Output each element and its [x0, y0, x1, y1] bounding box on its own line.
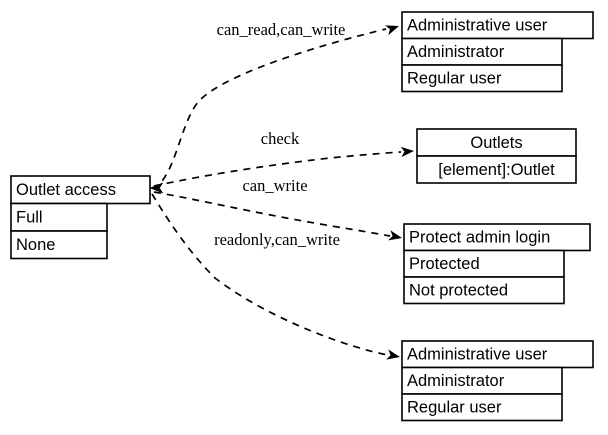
- arrow-head-target: [388, 230, 402, 241]
- arrow-head: [388, 230, 402, 241]
- arrow-head: [400, 146, 414, 158]
- edge-check-label: check: [261, 129, 300, 148]
- node-header-box: [401, 340, 594, 369]
- edge-path: [153, 151, 402, 187]
- node-row-box[interactable]: [401, 64, 563, 93]
- arrow-head: [386, 349, 400, 360]
- node-title: Outlets: [470, 134, 522, 152]
- node-row-label: Administrator: [407, 43, 505, 61]
- node-row-box[interactable]: [401, 37, 563, 66]
- node-title: Administrative user: [407, 17, 548, 35]
- node-row-label: Regular user: [407, 70, 502, 88]
- node-header-box: [416, 128, 577, 157]
- arrow-head-target: [400, 146, 414, 158]
- edge-readonly-can-write[interactable]: [150, 182, 401, 362]
- node-row-label: Not protected: [409, 282, 508, 300]
- node-row-box[interactable]: [403, 276, 565, 305]
- edge-can-write-label: can_write: [242, 176, 307, 195]
- node-header-box: [403, 223, 591, 252]
- node-row-box[interactable]: [10, 202, 108, 232]
- node-row-box[interactable]: [401, 393, 563, 422]
- arrow-head: [150, 182, 163, 194]
- node-row-label: Full: [16, 209, 43, 227]
- node-title: Outlet access: [16, 181, 116, 199]
- edge-path: [153, 191, 391, 237]
- node-row-box[interactable]: [416, 155, 577, 184]
- edge-can-read-can-write[interactable]: [150, 21, 401, 194]
- node-administrative-user-bottom[interactable]: Administrative userAdministratorRegular …: [401, 340, 594, 422]
- edge-path: [151, 193, 389, 356]
- node-title: Administrative user: [407, 346, 548, 364]
- node-administrative-user-top[interactable]: Administrative userAdministratorRegular …: [401, 11, 594, 93]
- node-row-label: Administrator: [407, 372, 505, 390]
- node-row-box[interactable]: [10, 230, 108, 260]
- arrow-head-source: [150, 182, 163, 194]
- node-row-label: None: [16, 236, 55, 254]
- edges-layer: [150, 21, 414, 362]
- node-row-box[interactable]: [401, 366, 563, 395]
- edge-can-read-can-write-label: can_read,can_write: [217, 20, 346, 39]
- arrow-head-target: [385, 25, 399, 36]
- node-header-box: [401, 11, 594, 40]
- node-row-label: Regular user: [407, 399, 502, 417]
- arrow-head: [385, 25, 399, 36]
- arrow-head-target: [386, 349, 400, 360]
- node-title: Protect admin login: [409, 229, 550, 247]
- node-row-label: [element]:Outlet: [438, 161, 555, 179]
- node-row-box[interactable]: [403, 249, 565, 278]
- node-row-label: Protected: [409, 255, 480, 273]
- edge-path: [151, 28, 387, 189]
- node-outlets[interactable]: Outlets [element]:Outlet: [416, 128, 577, 184]
- node-header-box: [10, 175, 151, 205]
- edge-readonly-can-write-label: readonly,can_write: [214, 230, 340, 249]
